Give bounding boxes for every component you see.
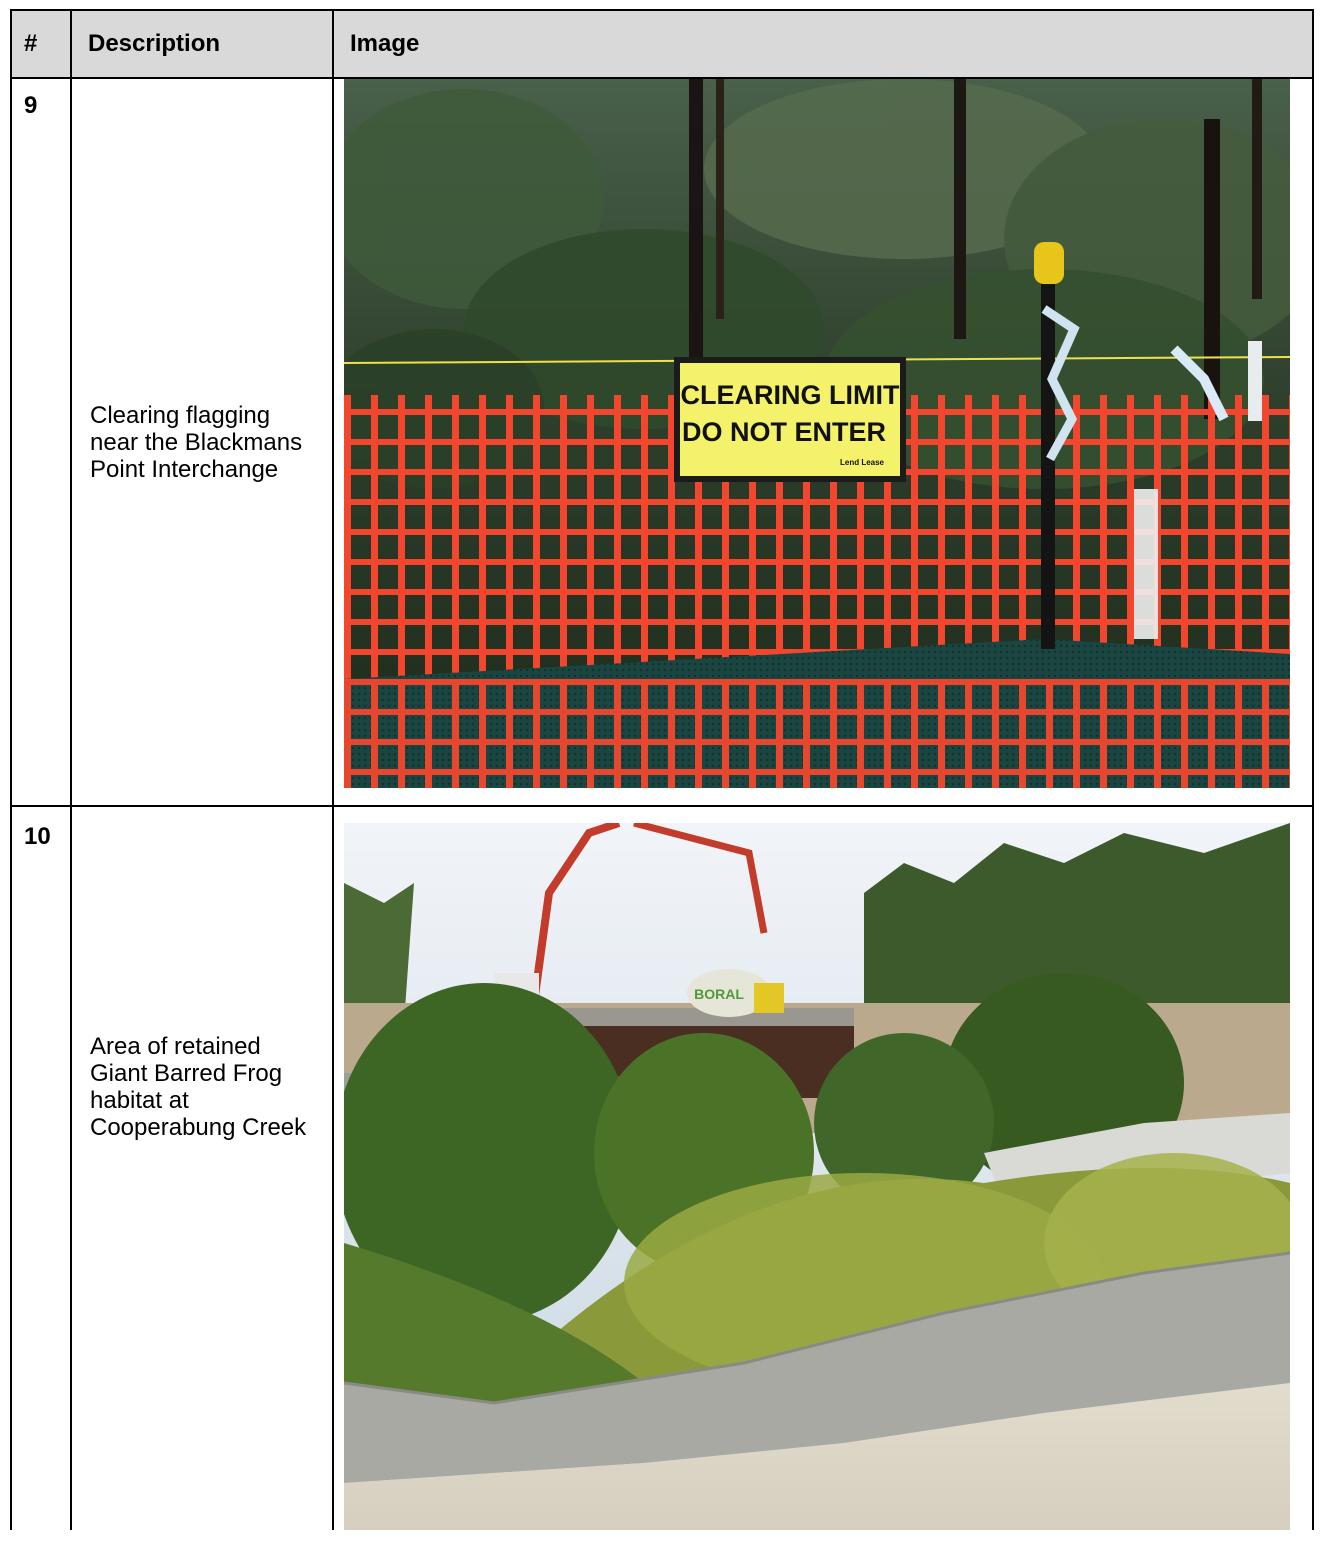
photo-log-table: # Description Image 9 Clearing flagging … bbox=[10, 9, 1314, 1530]
row-number: 9 bbox=[24, 92, 38, 119]
row-number-cell: 10 bbox=[10, 805, 72, 1530]
header-image: Image bbox=[332, 9, 1314, 79]
sign-line-2: DO NOT ENTER bbox=[682, 417, 886, 447]
row-description: Clearing flagging near the Blackmans Poi… bbox=[90, 401, 303, 483]
clearing-limit-sign: CLEARING LIMIT DO NOT ENTER Lend Lease bbox=[674, 357, 906, 482]
table-row: 9 Clearing flagging near the Blackmans P… bbox=[10, 77, 1314, 807]
sign-brand: Lend Lease bbox=[840, 458, 885, 467]
header-description-label: Description bbox=[88, 30, 221, 57]
description-cell: Area of retained Giant Barred Frog habit… bbox=[70, 805, 334, 1530]
header-num-label: # bbox=[24, 30, 38, 57]
row-description: Area of retained Giant Barred Frog habit… bbox=[90, 1033, 307, 1141]
header-image-label: Image bbox=[350, 30, 420, 57]
header-row: # Description Image bbox=[10, 9, 1314, 79]
header-num: # bbox=[10, 9, 72, 79]
row-number: 10 bbox=[24, 823, 51, 850]
photo-clearing-flagging: CLEARING LIMIT DO NOT ENTER Lend Lease bbox=[344, 79, 1290, 788]
photo-clearing-flagging-art: CLEARING LIMIT DO NOT ENTER Lend Lease bbox=[344, 79, 1290, 788]
sign-line-1: CLEARING LIMIT bbox=[681, 380, 900, 410]
header-description: Description bbox=[70, 9, 334, 79]
image-cell: BORAL bbox=[332, 805, 1314, 1530]
table-row: 10 Area of retained Giant Barred Frog ha… bbox=[10, 805, 1314, 1530]
image-cell: CLEARING LIMIT DO NOT ENTER Lend Lease bbox=[332, 77, 1314, 807]
photo-frog-habitat-art: BORAL bbox=[344, 823, 1290, 1530]
photo-frog-habitat: BORAL bbox=[344, 823, 1290, 1530]
row-number-cell: 9 bbox=[10, 77, 72, 807]
description-cell: Clearing flagging near the Blackmans Poi… bbox=[70, 77, 334, 807]
truck-label: BORAL bbox=[694, 986, 744, 1002]
